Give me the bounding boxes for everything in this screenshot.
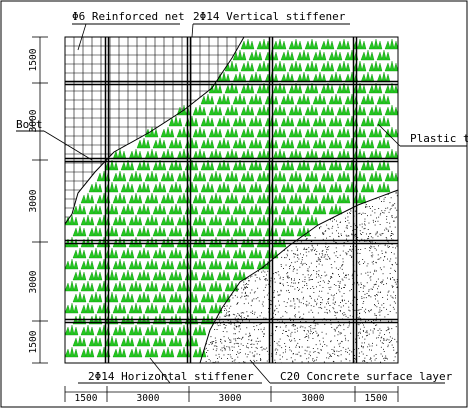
bottom-dim-5: 1500 [365, 393, 388, 404]
leader-concrete-layer [249, 359, 271, 384]
mesh-boundary [64, 36, 245, 225]
left-dim-4: 3000 [28, 270, 39, 293]
stiffener-grid [65, 37, 398, 363]
left-dim-5: 1500 [28, 330, 39, 353]
label-vertical-stiffener: 2Φ14 Vertical stiffener [193, 10, 346, 23]
leader-reinforced-net [77, 23, 87, 51]
bottom-dim-2: 3000 [137, 393, 160, 404]
plastic-turf-area [65, 38, 398, 358]
label-horizontal-stiffener: 2Φ14 Horizontal stiffener [88, 370, 254, 383]
label-reinforced-net: Φ6 Reinforced net [72, 10, 185, 23]
bottom-dim-1: 1500 [75, 393, 98, 404]
bottom-dim-4: 3000 [302, 393, 325, 404]
leader-horizontal-stiffener [149, 357, 171, 384]
left-dim-1: 1500 [28, 48, 39, 71]
left-dimension: 1500 3000 3000 3000 1500 [28, 36, 48, 364]
label-plastic-turf: Plastic tur [410, 132, 468, 145]
panel-outline [64, 36, 399, 364]
bottom-dim-3: 3000 [219, 393, 242, 404]
left-dim-2: 3000 [28, 109, 39, 132]
label-bolt: Bolt [16, 118, 43, 131]
leader-plastic-turf [377, 123, 401, 147]
leader-vertical-stiffener [191, 23, 194, 38]
left-dim-3: 3000 [28, 189, 39, 212]
label-concrete-layer: C20 Concrete surface layer [280, 370, 453, 383]
leader-bolt [43, 130, 93, 161]
bottom-dimension: 1500 3000 3000 3000 1500 [64, 386, 399, 404]
